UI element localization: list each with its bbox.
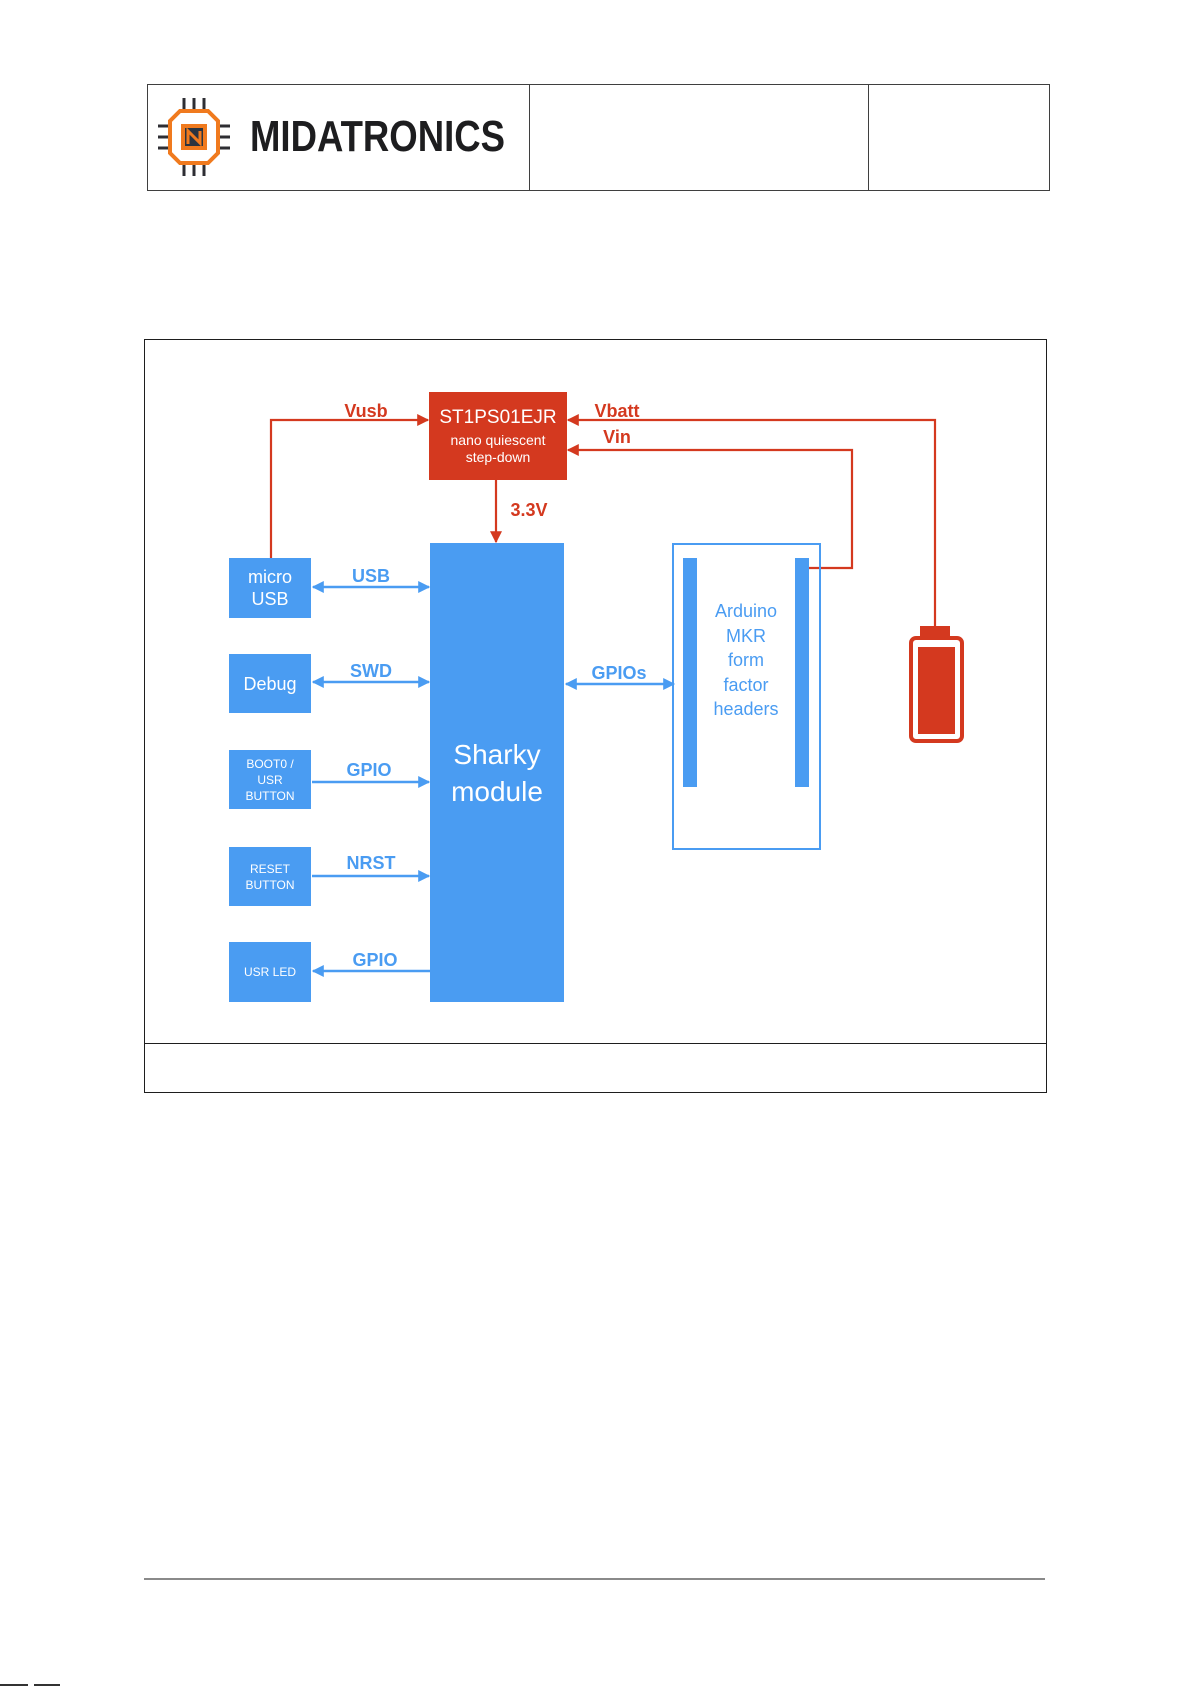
vusb-label: Vusb: [344, 401, 387, 421]
boot0-line3: BUTTON: [245, 788, 294, 804]
gpios-label: GPIOs: [591, 663, 646, 683]
sharky-module-line2: module: [451, 773, 543, 810]
boot0-line2: USR: [257, 772, 282, 788]
power-ic-name: ST1PS01EJR: [429, 407, 567, 429]
battery-charge: [918, 647, 955, 734]
micro-usb-block: micro USB: [229, 558, 311, 618]
usb-label: USB: [352, 566, 390, 586]
usr-led-block: USR LED: [229, 942, 311, 1002]
power-ic-block: ST1PS01EJR nano quiescent step-down: [429, 392, 567, 480]
debug-block: Debug: [229, 654, 311, 713]
sharky-module-line1: Sharky: [453, 736, 540, 773]
micro-usb-line2: USB: [251, 588, 288, 610]
page-edge-mark: [0, 1684, 28, 1686]
header-bar-left: [683, 558, 697, 787]
vin-label: Vin: [603, 427, 631, 447]
boot0-usr-button-block: BOOT0 / USR BUTTON: [229, 750, 311, 809]
nrst-label: NRST: [347, 853, 396, 873]
sharky-module-block: Sharky module: [430, 543, 564, 1002]
power-ic-desc-line1: nano quiescent: [429, 432, 567, 449]
vusb-wire: [271, 420, 428, 558]
header-bar-right: [795, 558, 809, 787]
boot0-line1: BOOT0 /: [246, 756, 293, 772]
v33-label: 3.3V: [510, 500, 547, 520]
battery-icon: [911, 626, 962, 741]
reset-line1: RESET: [250, 861, 290, 877]
power-ic-desc-line2: step-down: [429, 449, 567, 466]
headers-line4: factor: [697, 673, 795, 698]
usr-led-label: USR LED: [244, 964, 296, 980]
reset-button-block: RESET BUTTON: [229, 847, 311, 906]
vin-wire: [568, 450, 852, 568]
arduino-headers-label: Arduino MKR form factor headers: [697, 599, 795, 722]
headers-line5: headers: [697, 697, 795, 722]
micro-usb-line1: micro: [248, 566, 292, 588]
reset-line2: BUTTON: [245, 877, 294, 893]
gpio-led-label: GPIO: [352, 950, 397, 970]
swd-label: SWD: [350, 661, 392, 681]
debug-label: Debug: [243, 673, 296, 695]
gpio-button-label: GPIO: [346, 760, 391, 780]
headers-line2: MKR: [697, 624, 795, 649]
headers-line3: form: [697, 648, 795, 673]
vbatt-label: Vbatt: [595, 401, 640, 421]
headers-line1: Arduino: [697, 599, 795, 624]
footer-rule: [144, 1578, 1045, 1580]
page-edge-mark: [34, 1684, 60, 1686]
